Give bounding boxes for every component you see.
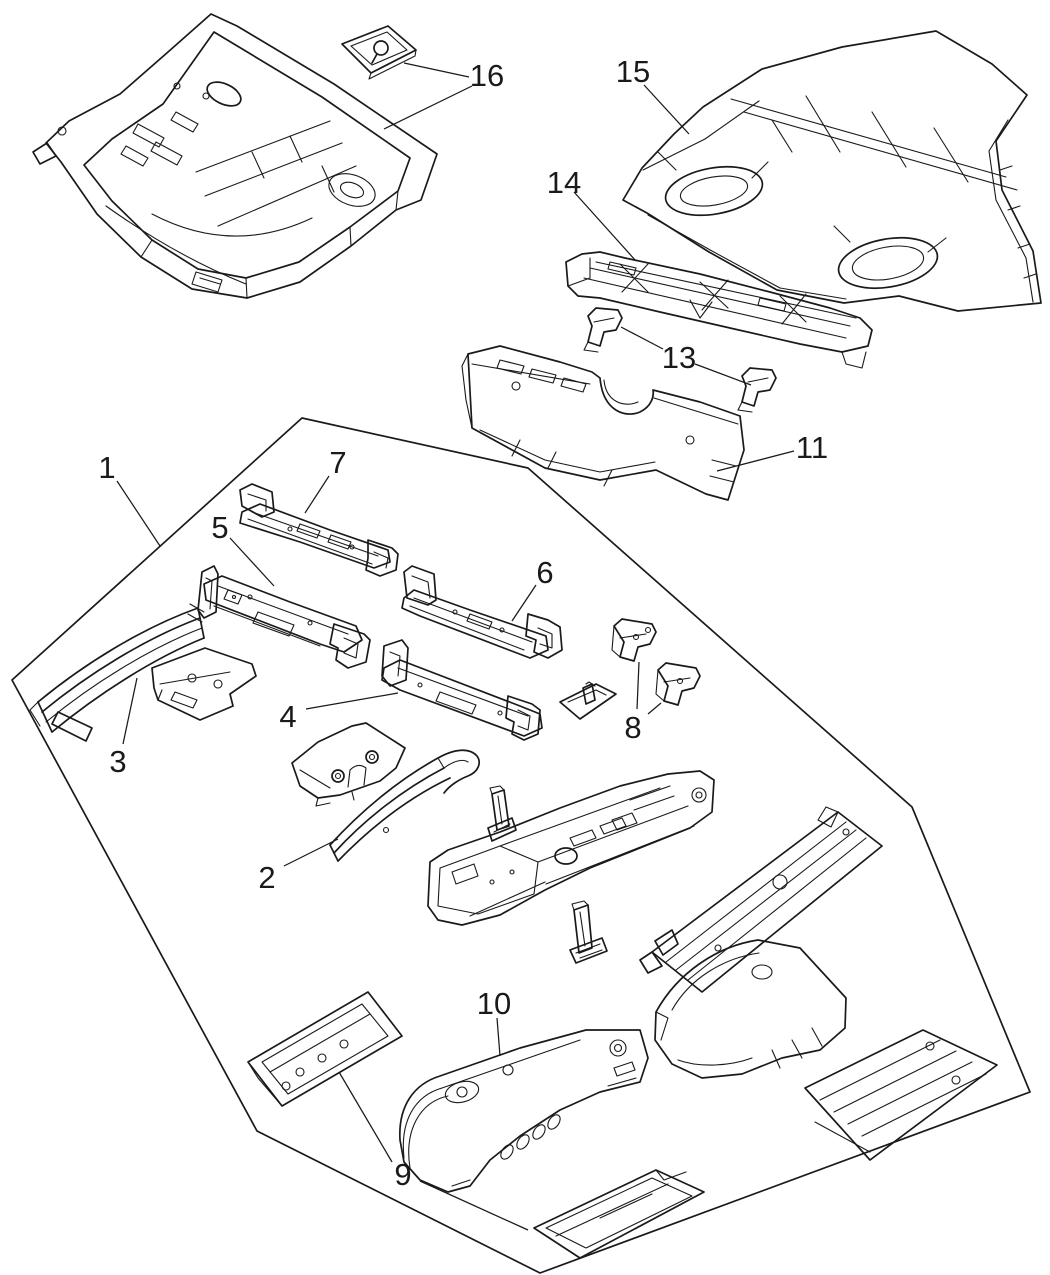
part-floor-side-panel-right: [639, 806, 883, 993]
part-bracket-13b: [737, 367, 777, 413]
callout-5-leader-1: [229, 537, 275, 587]
callout-1-leader-1: [116, 480, 161, 547]
part-access-cover: [341, 25, 417, 80]
callout-2-leader-1: [283, 838, 339, 867]
part-sill-panel-9a: [247, 991, 403, 1107]
part-bracket-left-unlabeled: [151, 647, 257, 721]
callout-13-leader-1: [620, 326, 664, 350]
callout-4-leader-1: [305, 692, 399, 710]
part-floor-panel-lower-right: [804, 1029, 998, 1161]
part-crossmember-6: [401, 565, 563, 659]
part-crossmember-7: [239, 483, 399, 577]
part-seat-bracket: [291, 722, 406, 807]
callout-11-leader-1: [716, 450, 795, 472]
callout-11: 11: [796, 430, 828, 465]
part-side-rail-3: [29, 603, 205, 742]
part-front-floor-pan: [399, 1029, 649, 1193]
callout-15-leader-1: [643, 84, 690, 135]
callout-16-leader-1: [403, 62, 470, 78]
part-rear-crossmember: [565, 251, 873, 369]
callout-3: 3: [109, 744, 126, 779]
part-crossmember-5: [197, 565, 371, 669]
callout-9-leader-2: [419, 1180, 529, 1231]
callout-16: 16: [470, 58, 504, 93]
callout-9: 9: [394, 1157, 411, 1192]
callout-1: 1: [98, 450, 115, 485]
callout-6: 6: [536, 555, 553, 590]
callout-8-leader-1: [636, 661, 640, 710]
part-bracket-13a: [583, 307, 623, 353]
callout-layer: 1 2 3 4 5 6 7 8 9 10 11 13 14 15 16: [98, 54, 828, 1231]
part-bracket-8b: [655, 662, 701, 706]
part-mounting-plate: [559, 681, 617, 720]
callout-7-leader-1: [304, 475, 330, 514]
part-small-bracket-tunnel: [569, 900, 608, 964]
callout-13: 13: [662, 340, 696, 375]
callout-13-leader-2: [694, 363, 752, 386]
callout-6-leader-1: [511, 584, 537, 622]
part-small-bracket-center: [487, 785, 517, 842]
part-seat-riser-panel: [461, 345, 745, 501]
callout-14-leader-1: [573, 191, 637, 262]
part-rear-floor-pan: [622, 30, 1042, 312]
callout-8-leader-2: [647, 702, 662, 715]
callout-2: 2: [258, 860, 275, 895]
callout-8: 8: [624, 710, 641, 745]
part-sill-panel-9b: [533, 1169, 705, 1259]
callout-10: 10: [477, 986, 511, 1021]
part-tunnel-reinforcement: [427, 770, 715, 926]
callout-5: 5: [211, 510, 228, 545]
callout-9-leader-1: [338, 1071, 393, 1163]
callout-10-leader-1: [496, 1017, 501, 1057]
part-side-rail-2: [329, 749, 480, 862]
callout-3-leader-1: [122, 677, 138, 745]
callout-15: 15: [616, 54, 650, 89]
callout-16-leader-2: [383, 85, 473, 130]
callout-7: 7: [329, 445, 346, 480]
part-rear-floor-pan-assembly: [32, 13, 438, 299]
part-heat-shield: [654, 939, 847, 1079]
part-crossmember-4: [381, 639, 543, 741]
callout-14: 14: [547, 165, 581, 200]
kit-grouping-border: [11, 417, 1031, 1274]
part-bracket-8a: [611, 618, 657, 662]
callout-4: 4: [279, 699, 296, 734]
